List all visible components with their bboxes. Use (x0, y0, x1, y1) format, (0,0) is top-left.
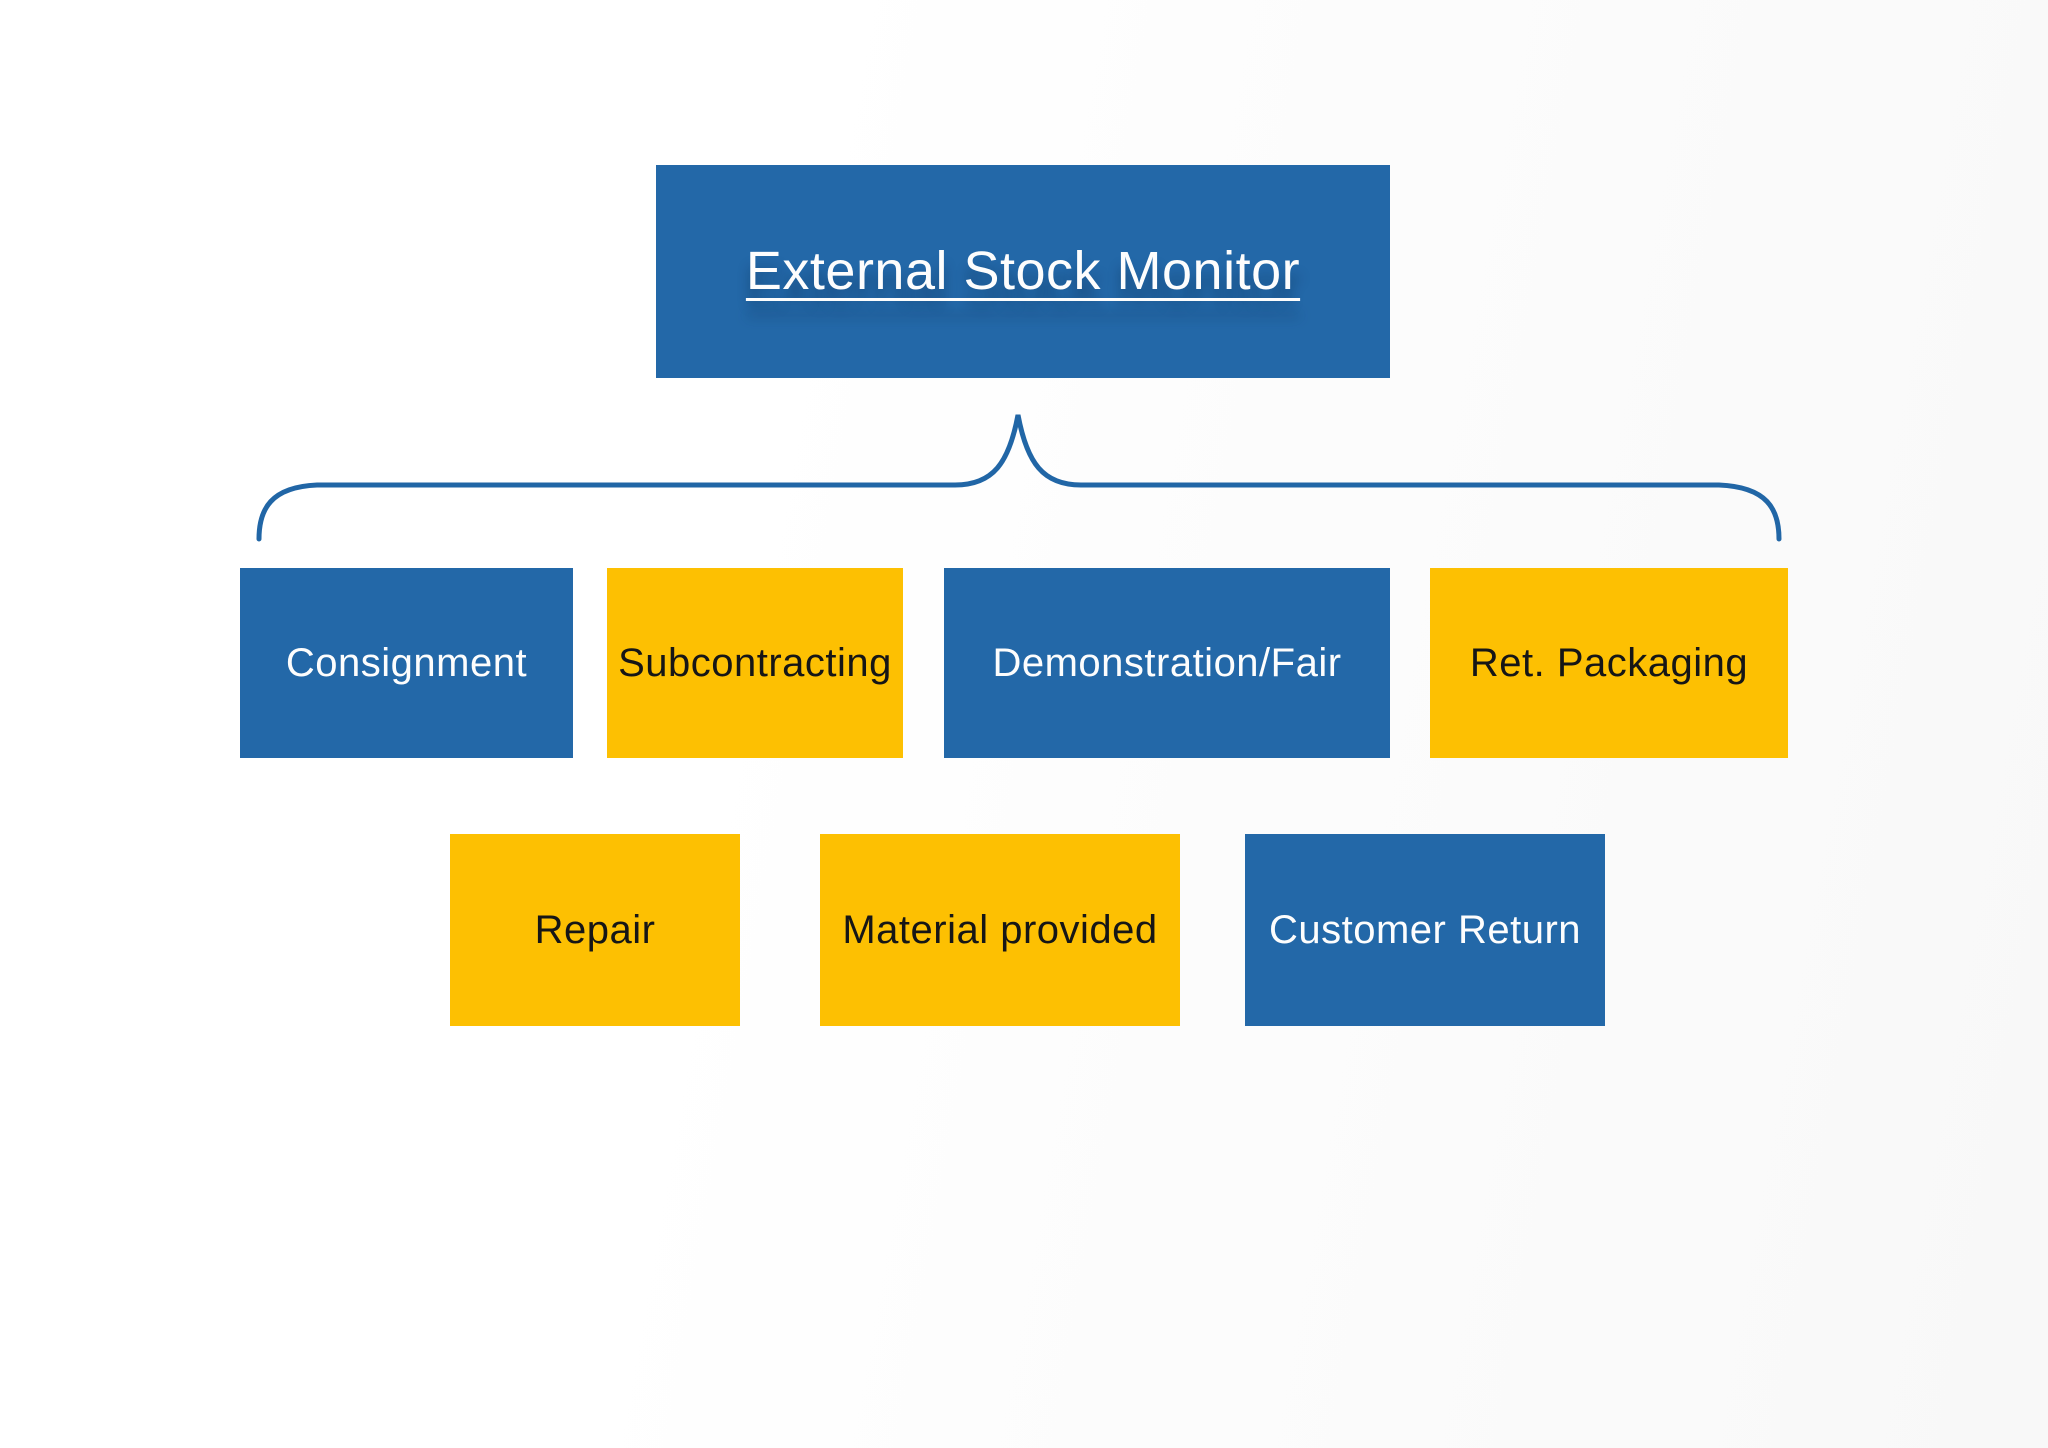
node-repair-label: Repair (534, 908, 656, 952)
curly-brace-path (256, 414, 1782, 542)
node-demonstration-fair: Demonstration/Fair (944, 568, 1390, 758)
node-ret-packaging: Ret. Packaging (1430, 568, 1788, 758)
node-customer-return: Customer Return (1245, 834, 1605, 1026)
title-box: External Stock Monitor (656, 165, 1390, 378)
node-material-provided: Material provided (820, 834, 1180, 1026)
curly-brace-connector (256, 414, 1782, 542)
node-consignment: Consignment (240, 568, 573, 758)
diagram-title: External Stock Monitor (745, 241, 1301, 302)
node-consignment-label: Consignment (285, 641, 528, 685)
node-ret-packaging-label: Ret. Packaging (1469, 641, 1749, 685)
node-customer-return-label: Customer Return (1268, 908, 1582, 952)
node-demonstration-fair-label: Demonstration/Fair (992, 641, 1342, 685)
node-repair: Repair (450, 834, 740, 1026)
node-subcontracting-label: Subcontracting (618, 641, 892, 685)
node-material-provided-label: Material provided (842, 908, 1158, 952)
node-subcontracting: Subcontracting (607, 568, 903, 758)
